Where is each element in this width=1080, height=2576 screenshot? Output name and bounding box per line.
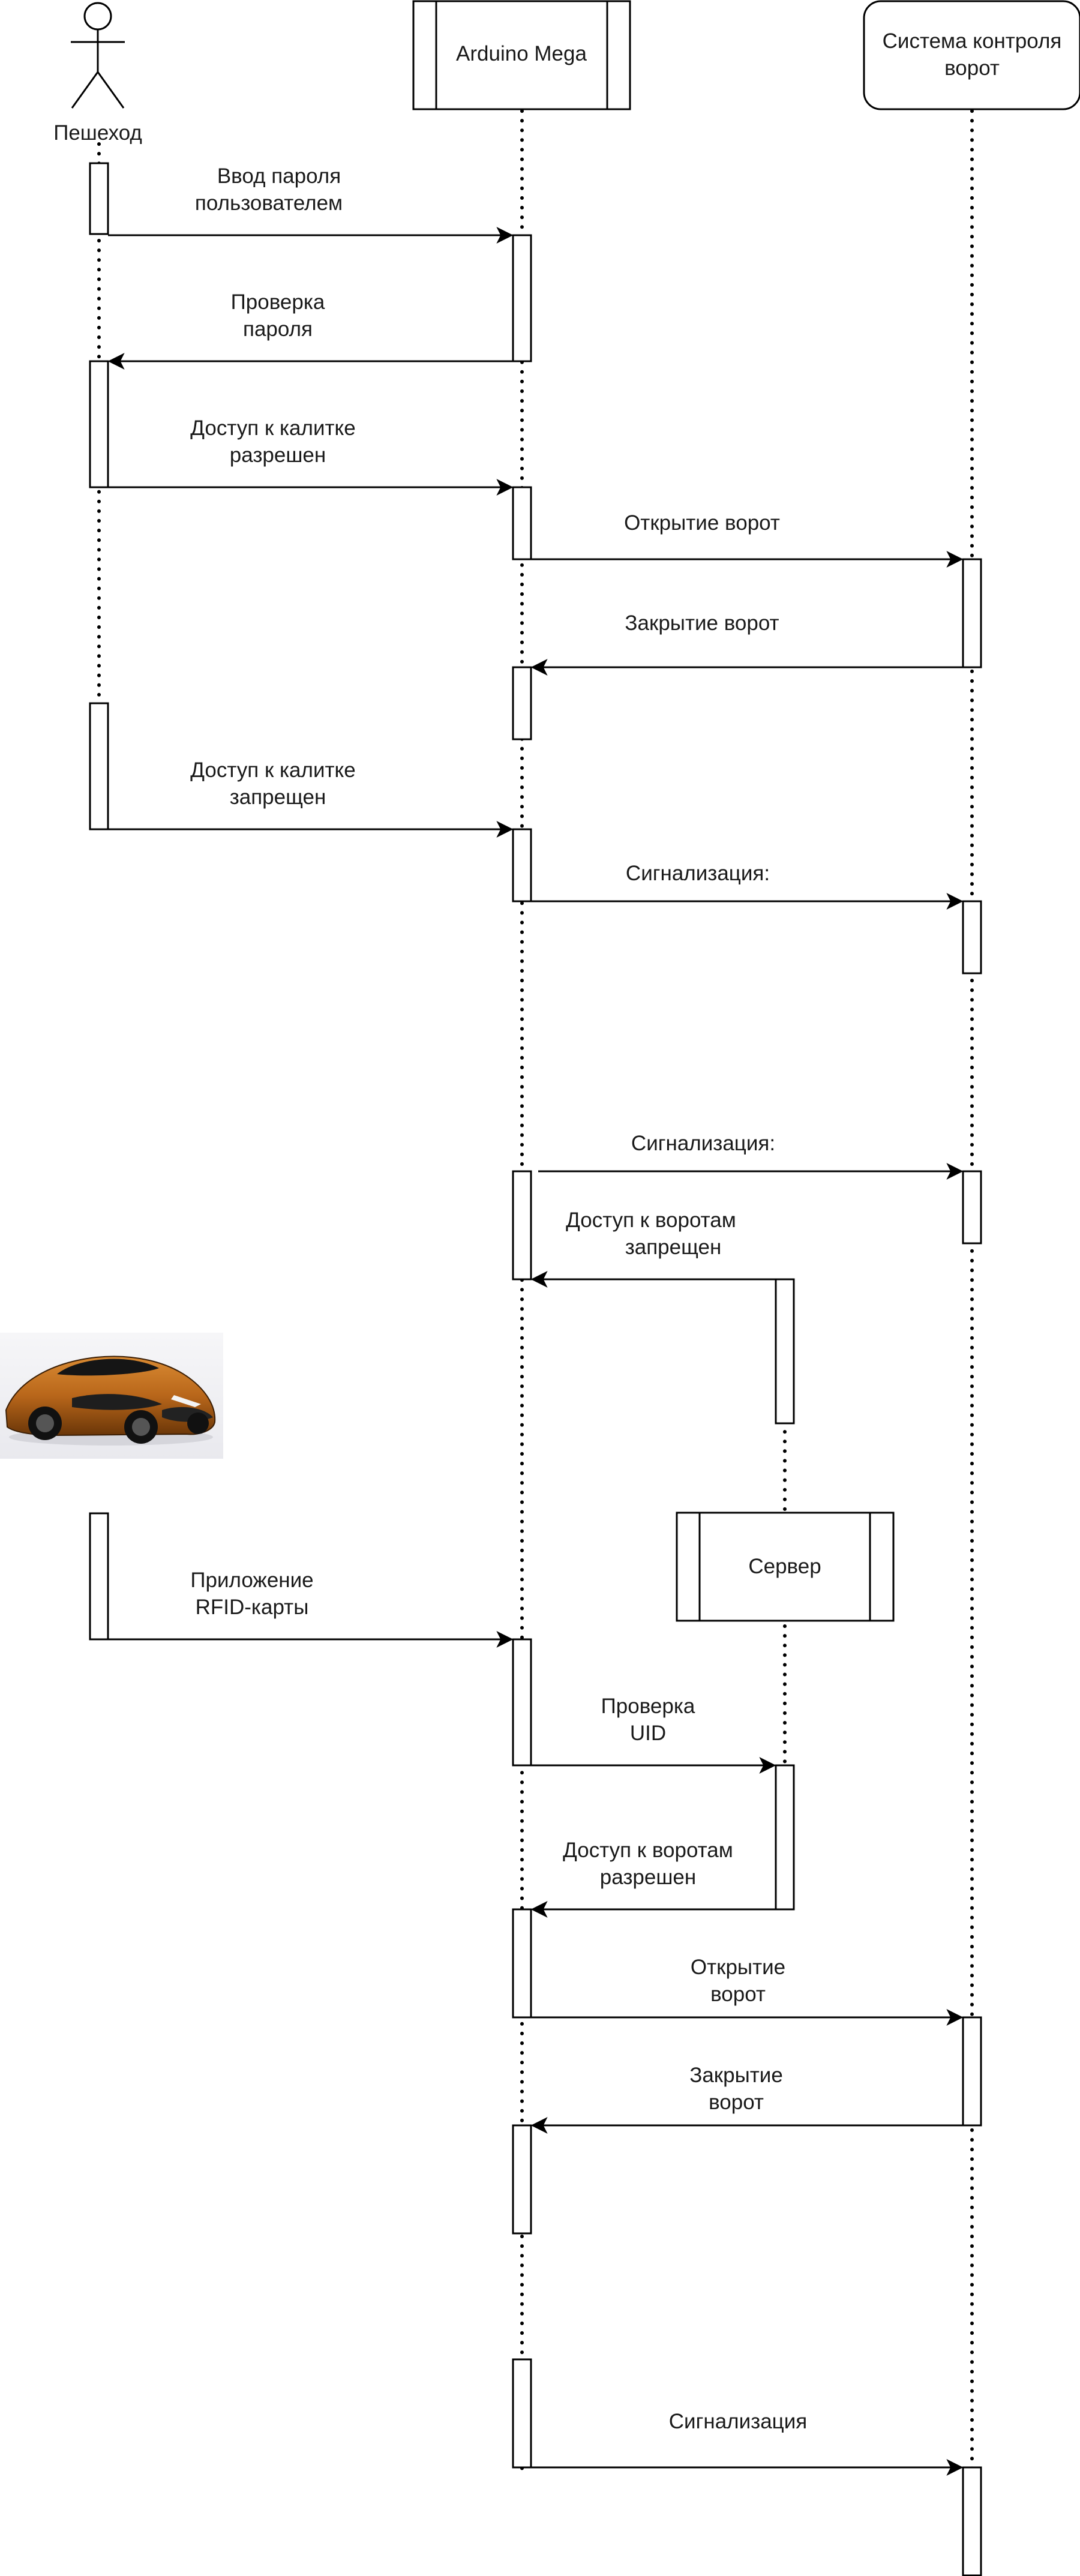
message-m7: Сигнализация: bbox=[531, 862, 964, 910]
activation-bar bbox=[962, 900, 982, 974]
message-m15: Сигнализация bbox=[531, 2410, 964, 2476]
message-m10: Приложение RFID-карты bbox=[108, 1569, 514, 1648]
pedestrian-actor: Пешеход bbox=[53, 2, 142, 145]
activation-bar bbox=[512, 2124, 532, 2235]
svg-text:разрешен: разрешен bbox=[230, 443, 326, 467]
activation-bar bbox=[512, 1908, 532, 2019]
activation-bar bbox=[962, 2016, 982, 2127]
message-m1: Ввод пароля пользователем bbox=[108, 164, 514, 244]
activation-bar bbox=[775, 1764, 795, 1911]
message-m9: Доступ к воротам запрещен bbox=[530, 1208, 776, 1288]
activation-bar bbox=[512, 1638, 532, 1767]
arduino-label: Arduino Mega bbox=[456, 42, 587, 65]
activation-bar bbox=[89, 1512, 109, 1641]
activation-bar bbox=[775, 1278, 795, 1425]
gate-system-label-line1: Система контроля bbox=[883, 29, 1062, 53]
svg-text:пароля: пароля bbox=[243, 317, 313, 341]
svg-text:Открытие: Открытие bbox=[691, 1956, 785, 1979]
svg-text:Ввод пароля: Ввод пароля bbox=[217, 164, 341, 188]
activation-bar bbox=[962, 2466, 982, 2576]
message-m4: Открытие ворот bbox=[531, 511, 964, 568]
activation-bar bbox=[512, 234, 532, 362]
server-participant: Сервер bbox=[676, 1512, 895, 1622]
svg-text:Доступ к калитке: Доступ к калитке bbox=[190, 416, 355, 440]
svg-text:Приложение: Приложение bbox=[190, 1569, 313, 1592]
svg-text:Доступ к воротам: Доступ к воротам bbox=[563, 1839, 733, 1862]
svg-text:запрещен: запрещен bbox=[625, 1235, 722, 1259]
svg-text:Сигнализация: Сигнализация bbox=[669, 2410, 807, 2433]
message-m6: Доступ к калитке запрещен bbox=[108, 758, 514, 838]
car-image bbox=[0, 1333, 223, 1459]
svg-text:Проверка: Проверка bbox=[601, 1695, 695, 1718]
gate-system-label-line2: ворот bbox=[944, 56, 1000, 80]
activation-bar bbox=[89, 360, 109, 488]
activation-bar bbox=[89, 162, 109, 235]
svg-text:Доступ к воротам: Доступ к воротам bbox=[566, 1208, 736, 1232]
svg-text:Проверка: Проверка bbox=[231, 290, 325, 314]
activation-bar bbox=[89, 702, 109, 830]
message-m8: Сигнализация: bbox=[538, 1132, 964, 1180]
activation-bar bbox=[512, 1170, 532, 1280]
stick-figure-icon bbox=[71, 2, 125, 109]
message-m5: Закрытие ворот bbox=[530, 611, 963, 676]
activation-bar bbox=[962, 558, 982, 668]
message-m2: Проверка пароля bbox=[107, 290, 513, 370]
message-m13: Открытие ворот bbox=[531, 1956, 964, 2026]
svg-text:Открытие ворот: Открытие ворот bbox=[624, 511, 780, 535]
message-m12: Доступ к воротам разрешен bbox=[530, 1839, 776, 1918]
activation-bars bbox=[89, 162, 982, 2576]
arduino-participant: Arduino Mega bbox=[412, 0, 631, 110]
svg-text:разрешен: разрешен bbox=[600, 1866, 696, 1889]
message-m3: Доступ к калитке разрешен bbox=[108, 416, 514, 496]
svg-text:Сигнализация:: Сигнализация: bbox=[631, 1132, 775, 1155]
svg-text:Доступ к калитке: Доступ к калитке bbox=[190, 758, 355, 782]
svg-text:Сигнализация:: Сигнализация: bbox=[626, 862, 770, 885]
message-m14: Закрытие ворот bbox=[530, 2064, 963, 2134]
svg-text:RFID-карты: RFID-карты bbox=[196, 1596, 309, 1619]
gate-system-participant: Система контроля ворот bbox=[863, 0, 1080, 110]
activation-bar bbox=[962, 1170, 982, 1244]
svg-text:UID: UID bbox=[630, 1722, 666, 1745]
activation-bar bbox=[512, 2358, 532, 2469]
pedestrian-label: Пешеход bbox=[53, 121, 142, 145]
svg-text:Закрытие ворот: Закрытие ворот bbox=[625, 611, 779, 635]
svg-text:пользователем: пользователем bbox=[195, 191, 343, 215]
svg-text:ворот: ворот bbox=[709, 2091, 764, 2114]
message-m11: Проверка UID bbox=[531, 1695, 776, 1774]
activation-bar bbox=[512, 486, 532, 560]
svg-text:Закрытие: Закрытие bbox=[689, 2064, 783, 2087]
server-label: Сервер bbox=[748, 1555, 821, 1578]
svg-text:ворот: ворот bbox=[710, 1983, 766, 2006]
activation-bar bbox=[512, 666, 532, 740]
svg-text:запрещен: запрещен bbox=[230, 785, 326, 809]
activation-bar bbox=[512, 828, 532, 902]
